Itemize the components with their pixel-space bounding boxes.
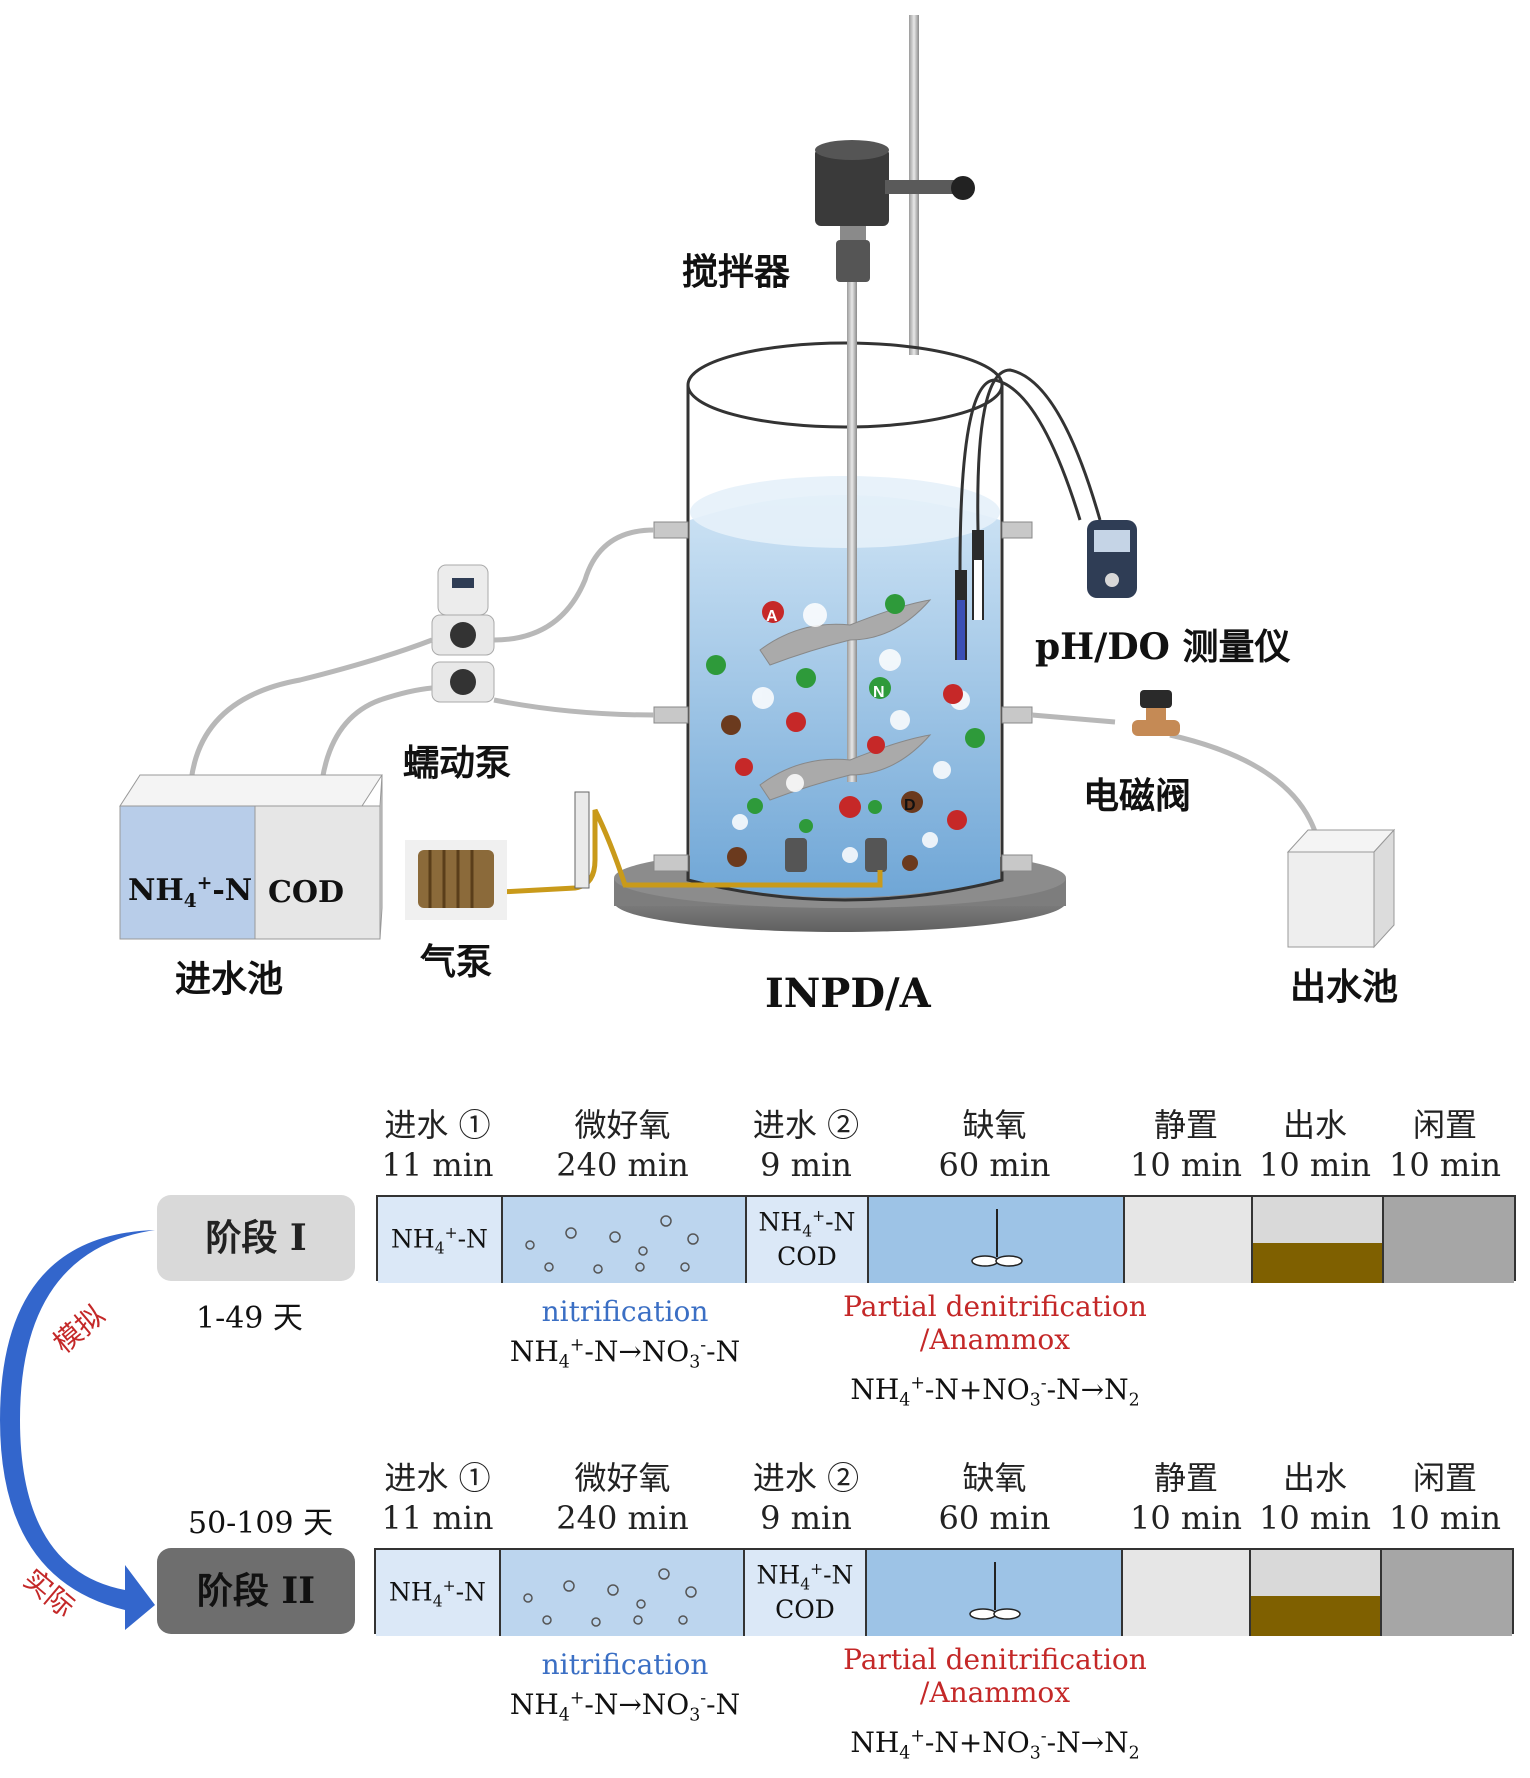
phase-settle: [1123, 1550, 1251, 1636]
phase-idle: [1382, 1550, 1512, 1636]
solenoid-valve: [1132, 690, 1180, 736]
stage-2-badge: 阶段 II: [157, 1548, 355, 1634]
apparatus-diagram: A N D: [119, 15, 1396, 949]
nitrification-title: nitrification: [541, 1295, 709, 1328]
pda-title: Partial denitrification/Anammox: [843, 1643, 1147, 1709]
phase-effluent: [1251, 1550, 1382, 1636]
pda-equation: NH4+-N+NO3--N→N2: [850, 1373, 1140, 1411]
stage-2-days: 50-109 天: [188, 1506, 334, 1541]
phase-effluent: [1253, 1197, 1384, 1283]
phase-anoxic: [869, 1197, 1125, 1283]
outlet-tank-label: 出水池: [1290, 966, 1399, 1008]
nitrification-equation: NH4+-N→NO3--N: [509, 1335, 741, 1373]
inlet-ammonium-label: NH4+-N: [128, 873, 253, 912]
phase-feed2: NH4+-N COD: [747, 1197, 869, 1283]
cycle-timeline: NH4+-N NH4+-N COD: [374, 1548, 1514, 1636]
meter-label: pH/DO 测量仪: [1035, 626, 1291, 668]
nitrification-equation: NH4+-N→NO3--N: [509, 1688, 741, 1726]
pump-label: 蠕动泵: [403, 742, 512, 784]
phase-anoxic: [867, 1550, 1123, 1636]
inlet-tank-label: 进水池: [175, 958, 284, 1000]
phase-settle: [1125, 1197, 1253, 1283]
outlet-tank: [1286, 828, 1396, 949]
peristaltic-pump: [431, 564, 495, 703]
inlet-cod-label: COD: [268, 875, 345, 910]
inlet-tank: [119, 774, 383, 940]
phase-micro-aerobic: [501, 1550, 745, 1636]
stage-1-badge: 阶段 I: [157, 1195, 355, 1281]
air-diffusers: [785, 838, 887, 872]
stirrer-motor: [815, 140, 975, 282]
pda-title: Partial denitrification/Anammox: [843, 1290, 1147, 1356]
bacteria-label-a: A: [766, 608, 778, 625]
stirrer-icon: [971, 1209, 1023, 1267]
valve-label: 电磁阀: [1083, 775, 1192, 817]
phase-micro-aerobic: [503, 1197, 747, 1283]
phase-feed1: NH4+-N: [378, 1197, 503, 1283]
stirrer-shaft: [847, 282, 857, 782]
pda-equation: NH4+-N+NO3--N→N2: [850, 1726, 1140, 1764]
stage-1-days: 1-49 天: [196, 1301, 303, 1336]
bacteria-label-d: D: [904, 797, 916, 814]
air-pump: [405, 840, 507, 920]
aeration-bubbles: [523, 1568, 697, 1627]
reactor-label: INPD/A: [765, 970, 931, 1017]
phase-feed1: NH4+-N: [376, 1550, 501, 1636]
stirrer-icon: [969, 1562, 1021, 1620]
stirrer-label: 搅拌器: [682, 251, 791, 293]
bacteria-label-n: N: [873, 684, 885, 701]
phase-idle: [1384, 1197, 1514, 1283]
phase-feed2: NH4+-N COD: [745, 1550, 867, 1636]
cycle-timeline: NH4+-N NH4+-N COD: [376, 1195, 1516, 1283]
nitrification-title: nitrification: [541, 1648, 709, 1681]
flowmeter: [574, 791, 590, 889]
stage-transition-arrow: [0, 1230, 155, 1630]
ph-do-meter: [1087, 520, 1137, 598]
air-pump-label: 气泵: [420, 941, 493, 983]
aeration-bubbles: [525, 1215, 699, 1274]
